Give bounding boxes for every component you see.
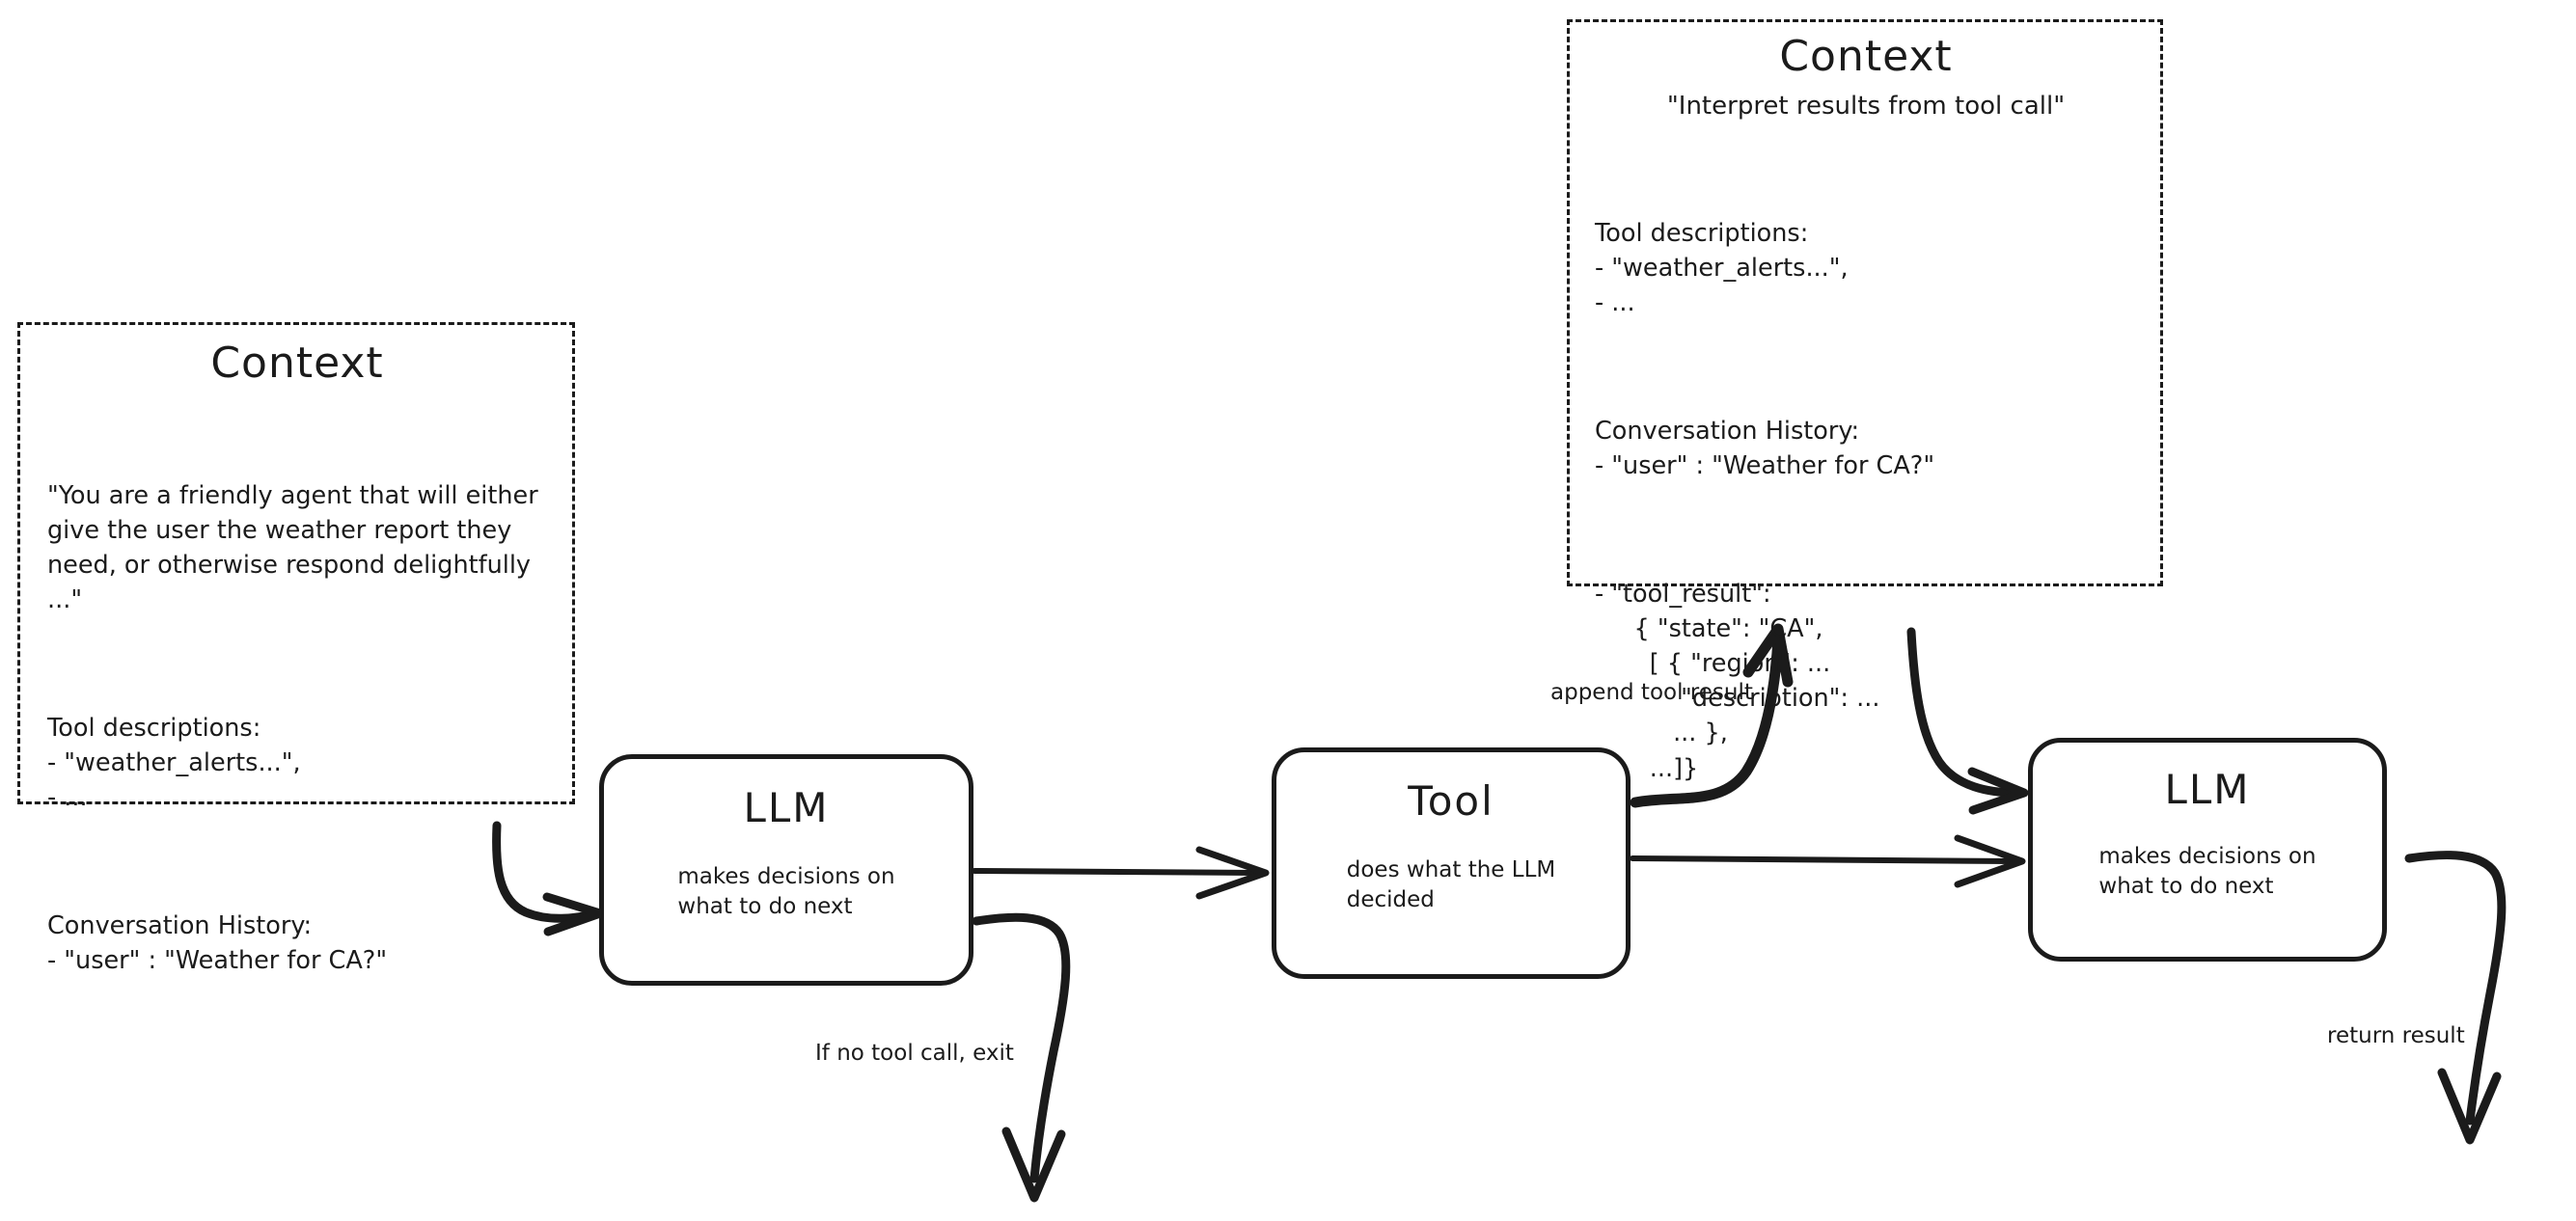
node-llm-first-subtitle: makes decisions on what to do next <box>677 864 895 920</box>
edge-label-return-result: return result <box>2327 1023 2465 1048</box>
context-left-system-prompt: "You are a friendly agent that will eith… <box>47 480 546 615</box>
context-right-tool-result-body: { "state": "CA", [ { "region": ... "desc… <box>1633 613 1880 783</box>
context-right-history-user: - "user" : "Weather for CA?" <box>1595 451 1935 481</box>
edge-llm2-return <box>2404 851 2507 1145</box>
context-left-history-heading: Conversation History: <box>47 911 313 941</box>
context-right-tool-result-key: - "tool_result": <box>1595 579 1771 609</box>
edge-llm1-to-tool <box>972 846 1270 900</box>
node-llm-second-subtitle: makes decisions on what to do next <box>2098 844 2316 900</box>
context-box-left: Context "You are a friendly agent that w… <box>17 322 575 975</box>
node-llm-second[interactable]: LLM makes decisions on what to do next <box>2028 738 2387 962</box>
node-llm-first[interactable]: LLM makes decisions on what to do next <box>599 754 973 986</box>
context-right-history: Conversation History: - "user" : "Weather… <box>1595 414 2137 483</box>
context-left-history-items: - "user" : "Weather for CA?" <box>47 946 388 976</box>
context-right-tool-descriptions-items: - "weather_alerts...", - ... <box>1595 254 1849 318</box>
context-left-tool-descriptions-heading: Tool descriptions: <box>47 714 261 744</box>
node-tool-title: Tool <box>1408 777 1494 825</box>
context-right-body: Tool descriptions: - "weather_alerts...",… <box>1595 146 2137 855</box>
node-tool-subtitle: does what the LLM decided <box>1346 857 1556 913</box>
context-left-body: "You are a friendly agent that will eith… <box>47 408 547 1047</box>
context-left-title: Context <box>210 339 384 388</box>
context-right-tool-result: - "tool_result": { "state": "CA", [ { "r… <box>1595 577 2137 786</box>
context-right-title: Context <box>1779 32 1953 81</box>
node-llm-second-title: LLM <box>2164 766 2251 813</box>
context-box-right: Context "Interpret results from tool cal… <box>1567 19 2163 783</box>
context-left-tool-descriptions-items: - "weather_alerts...", - ... <box>47 748 301 813</box>
context-right-system-prompt: "Interpret results from tool call" <box>1666 92 2066 122</box>
node-tool[interactable]: Tool does what the LLM decided <box>1272 747 1631 979</box>
context-right-history-heading: Conversation History: <box>1595 416 1860 446</box>
edge-label-exit: If no tool call, exit <box>815 1041 1014 1066</box>
context-left-history: Conversation History: - "user" : "Weather… <box>47 909 547 978</box>
context-right-tool-descriptions: Tool descriptions: - "weather_alerts...",… <box>1595 216 2137 321</box>
context-left-tool-descriptions: Tool descriptions: - "weather_alerts...",… <box>47 711 547 816</box>
node-llm-first-title: LLM <box>743 784 830 831</box>
context-right-tool-descriptions-heading: Tool descriptions: <box>1595 218 1809 248</box>
edge-label-append-tool-result: append tool result <box>1550 680 1753 705</box>
